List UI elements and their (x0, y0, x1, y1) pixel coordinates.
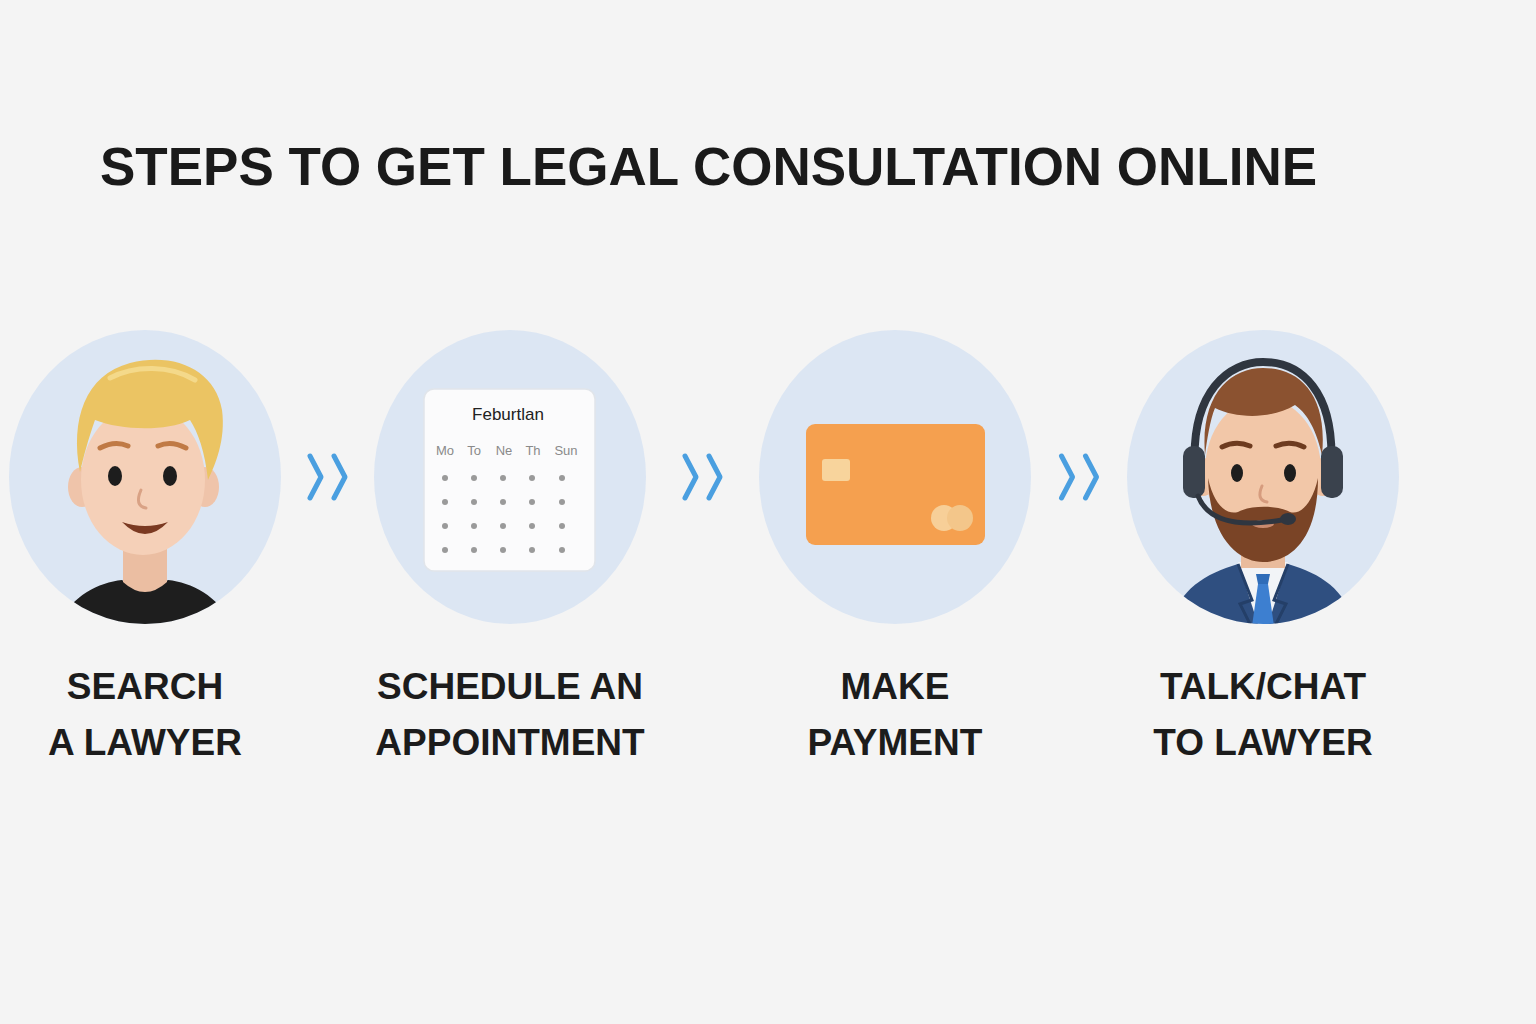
illustration-part (559, 547, 565, 553)
illustration-part (424, 389, 595, 571)
illustration-part (1222, 443, 1250, 447)
step-label-wrap: MAKE PAYMENT (798, 659, 993, 771)
illustration-part (442, 475, 565, 553)
step-circle: SCHEDULE AN APPOINTMENT (374, 330, 646, 624)
step-label: SCHEDULE AN APPOINTMENT (375, 659, 644, 771)
illustration-part (500, 475, 506, 481)
illustration-part (1321, 446, 1343, 498)
illustration-part (471, 523, 477, 529)
step-label-wrap: TALK/CHAT TO LAWYER (1143, 659, 1383, 771)
illustration-part (158, 443, 186, 448)
illustration-part (471, 475, 477, 481)
illustration-part (1268, 564, 1288, 640)
illustration-part (1280, 513, 1296, 525)
label-wrap: Th (525, 443, 540, 459)
step-circle-fill (374, 330, 646, 624)
illustration-part (471, 499, 477, 505)
step-label-wrap: SCHEDULE AN APPOINTMENT (365, 659, 655, 771)
credit-card-icon (806, 424, 985, 545)
illustration-part (442, 475, 448, 481)
illustration-part (806, 424, 985, 545)
illustration-part (1238, 562, 1288, 640)
weekday-label: Ne (496, 443, 513, 459)
illustration-part (1284, 464, 1296, 482)
step-chevron (685, 456, 720, 498)
step-chevron (1062, 456, 1097, 498)
step-label: SEARCH A LAWYER (48, 659, 242, 771)
illustration-part (559, 523, 565, 529)
calendar-icon (424, 389, 595, 571)
step-circle: MAKE PAYMENT (759, 330, 1031, 624)
illustration-part (1256, 574, 1270, 584)
step-circle-fill (9, 330, 281, 624)
label-wrap: Ne (496, 443, 513, 459)
illustration-part (108, 466, 122, 486)
illustration-part (1238, 564, 1258, 640)
calendar-month: Feburtlan (472, 405, 544, 425)
illustration-part (442, 499, 448, 505)
label-wrap: Feburtlan (472, 405, 544, 425)
weekday-label: Sun (554, 443, 577, 459)
illustration-part (947, 505, 973, 531)
illustration-part (122, 522, 168, 534)
illustration-part (110, 368, 195, 380)
illustration-part (1252, 584, 1274, 640)
illustration-part (822, 459, 850, 481)
step-circle-fill (759, 330, 1031, 624)
step-circle-outline (374, 330, 646, 624)
label-wrap: Sun (554, 443, 577, 459)
illustration-part (100, 443, 128, 448)
diagram-title: STEPS TO GET LEGAL CONSULTATION ONLINE (100, 140, 1317, 193)
step-circle-outline (1127, 330, 1399, 624)
illustration-part (1231, 464, 1243, 482)
step-circle-outline (9, 330, 281, 624)
step-label: MAKE PAYMENT (808, 659, 983, 771)
illustration-part (471, 547, 477, 553)
weekday-label: To (467, 443, 481, 459)
illustration-part (529, 475, 535, 481)
weekday-label: Mo (436, 443, 454, 459)
title-wrap: STEPS TO GET LEGAL CONSULTATION ONLINE (100, 140, 1317, 193)
step-label-wrap: SEARCH A LAWYER (38, 659, 252, 771)
illustration-part (529, 499, 535, 505)
illustration-part (559, 475, 565, 481)
step-circle: SEARCH A LAWYER (9, 330, 281, 624)
illustration-part (138, 490, 146, 508)
illustration-part (163, 466, 177, 486)
illustration-part (1260, 486, 1267, 502)
illustration-part (500, 523, 506, 529)
illustration-part (442, 547, 448, 553)
illustration-part (1183, 446, 1205, 498)
step-chevron (310, 456, 345, 498)
illustration-part (529, 523, 535, 529)
weekday-label: Th (525, 443, 540, 459)
illustration-part (529, 547, 535, 553)
step-circle-fill (1127, 330, 1399, 624)
step-circle: TALK/CHAT TO LAWYER (1127, 330, 1399, 624)
illustration-part (500, 547, 506, 553)
label-wrap: Mo (436, 443, 454, 459)
step-label: TALK/CHAT TO LAWYER (1153, 659, 1372, 771)
step-circle-outline (759, 330, 1031, 624)
illustration-part (500, 499, 506, 505)
illustration-part (1276, 443, 1304, 447)
label-wrap: To (467, 443, 481, 459)
illustration-part (442, 523, 448, 529)
illustration-part (559, 499, 565, 505)
